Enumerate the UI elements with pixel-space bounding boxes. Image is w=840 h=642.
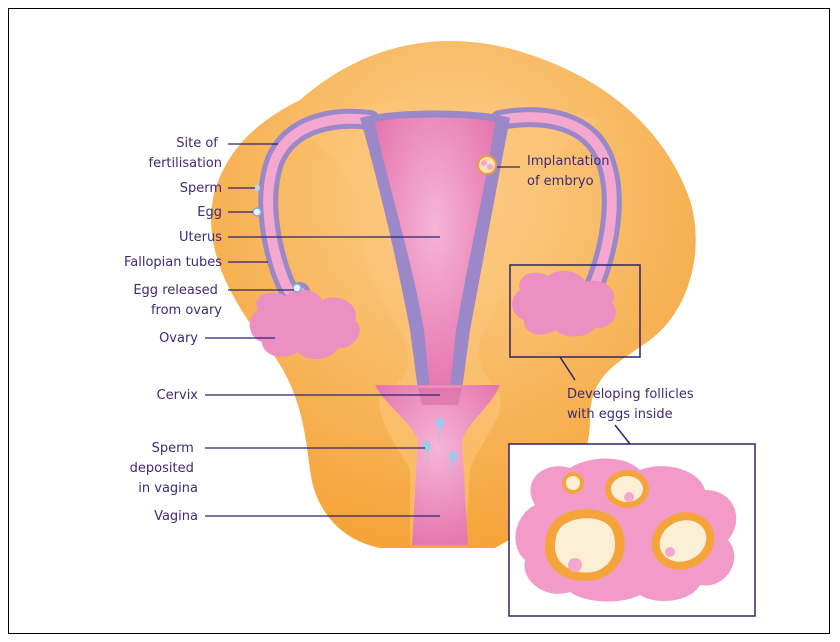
label-sperm-deposited: Sperm deposited in vagina (130, 441, 198, 496)
embryo-cell-a (481, 160, 487, 166)
label-cervix: Cervix (157, 388, 199, 403)
label-fallopian-tubes: Fallopian tubes (124, 255, 222, 270)
label-egg: Egg (197, 205, 222, 220)
embryo (478, 156, 496, 174)
embryo-cell-b (487, 164, 493, 170)
label-site-of-fertilisation: Site of fertilisation (149, 136, 223, 171)
label-ovary: Ovary (159, 331, 198, 346)
highlight-connector-bottom (615, 425, 630, 444)
label-vagina: Vagina (154, 509, 198, 524)
label-egg-released: Egg released from ovary (133, 283, 222, 318)
label-uterus: Uterus (179, 230, 222, 245)
egg-in-tube (253, 208, 261, 216)
label-sperm: Sperm (180, 181, 222, 196)
cervix (418, 388, 462, 405)
egg-released-dot (293, 284, 301, 292)
